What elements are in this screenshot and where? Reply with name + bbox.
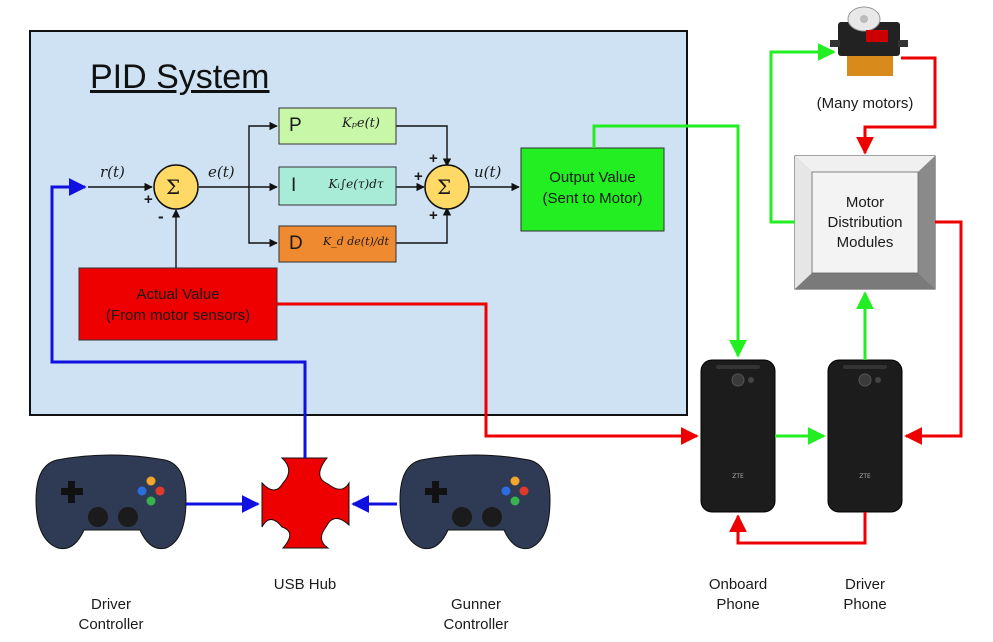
driver-phone-line1: Driver: [845, 576, 885, 593]
distribution-line1: Motor: [845, 194, 885, 211]
gunner-controller-line1: Gunner: [450, 596, 502, 613]
green-wires: [592, 43, 874, 445]
sign-plus-ref: +: [144, 191, 153, 208]
driver-controller-line2: Controller: [78, 616, 144, 633]
gunner-controller-line2: Controller: [443, 616, 509, 633]
servo-motor-icon: [830, 6, 908, 76]
many-motors-label: (Many motors): [816, 95, 914, 112]
pid-system-title: PID System: [90, 58, 270, 96]
error-signal-label: e(t): [208, 163, 235, 181]
p-block: [278, 107, 397, 145]
driver-controller-icon: [35, 454, 187, 550]
i-block: [278, 166, 397, 206]
sign-plus-d: +: [429, 207, 438, 224]
p-block-letter: P: [289, 115, 302, 136]
usb-hub-label: USB Hub: [273, 576, 337, 593]
actual-value-line1: Actual Value: [136, 286, 220, 303]
driver-controller-line1: Driver: [91, 596, 131, 613]
output-value-line1: Output Value: [549, 169, 636, 186]
onboard-phone-line1: Onboard: [708, 576, 768, 593]
actual-value-box: [78, 267, 278, 341]
distribution-line3: Modules: [836, 234, 894, 251]
red-wires: [277, 56, 963, 545]
d-block-letter: D: [289, 233, 303, 254]
driver-phone-icon: ZTE: [827, 359, 903, 513]
sign-plus-i: +: [414, 168, 423, 185]
blue-wires: [50, 178, 397, 513]
output-value-line2: (Sent to Motor): [542, 190, 643, 207]
sign-plus-p: +: [429, 150, 438, 167]
sum-symbol-output: Σ: [437, 175, 452, 199]
onboard-phone-brand: ZTE: [732, 473, 744, 480]
driver-phone-brand: ZTE: [859, 473, 871, 480]
output-signal-label: u(t): [474, 163, 502, 181]
sum-symbol-error: Σ: [166, 175, 181, 199]
sum-node-output: [424, 164, 470, 210]
driver-phone-line2: Phone: [843, 596, 887, 613]
output-value-box: [520, 147, 665, 232]
d-block-formula: K_d de(t)/dt: [323, 235, 389, 248]
onboard-phone-line2: Phone: [716, 596, 760, 613]
i-block-formula: Kᵢ∫e(τ)dτ: [328, 177, 384, 191]
gunner-controller-icon: [399, 454, 551, 550]
ref-signal-label: r(t): [100, 163, 125, 181]
sign-minus-feedback: -: [158, 207, 164, 226]
pid-wiring: [88, 121, 520, 268]
sum-node-error: [153, 164, 199, 210]
onboard-phone-icon: ZTE: [700, 359, 776, 513]
actual-value-line2: (From motor sensors): [105, 307, 251, 324]
distribution-line2: Distribution: [827, 214, 903, 231]
i-block-letter: I: [291, 175, 297, 196]
d-block: [278, 225, 397, 263]
p-block-formula: Kₚe(t): [342, 116, 380, 131]
motor-distribution-box: [794, 155, 936, 290]
usb-hub-icon: [261, 457, 350, 549]
